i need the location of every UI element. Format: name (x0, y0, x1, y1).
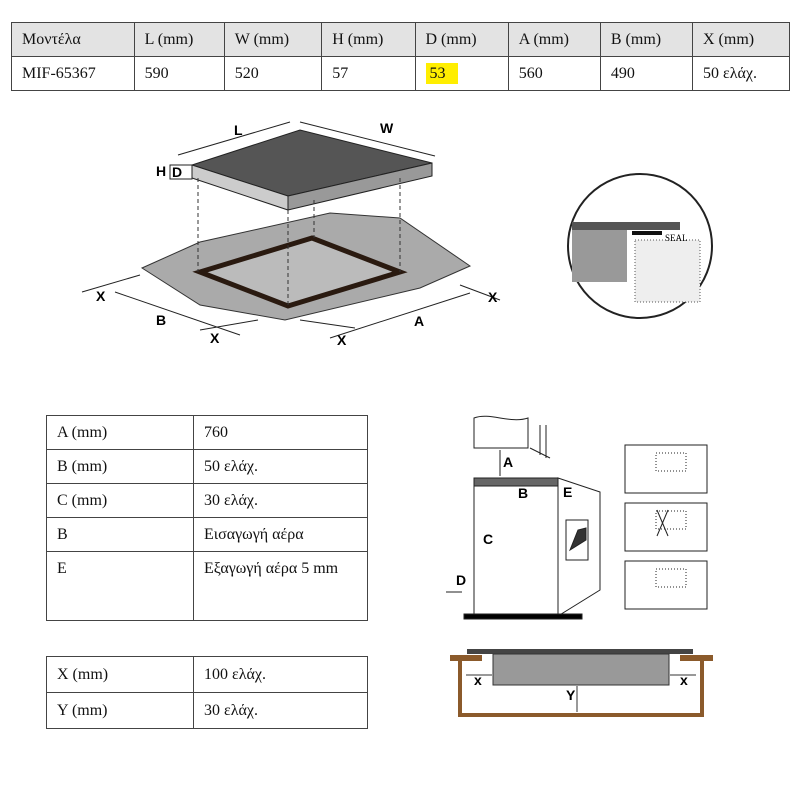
header-cell: B (mm) (599, 22, 693, 57)
table-row: Y (mm)30 ελάχ. (46, 692, 368, 729)
key-cell: E (46, 551, 194, 621)
value-cell: 30 ελάχ. (193, 483, 368, 518)
highlighted-value: 53 (425, 62, 458, 84)
value-cell: 50 ελάχ. (193, 449, 368, 484)
spec-table: Μοντέλα L (mm) W (mm) H (mm) D (mm) A (m… (11, 22, 791, 91)
table-row: A (mm)760 (46, 415, 368, 450)
table-row: X (mm)100 ελάχ. (46, 656, 368, 693)
cell: 590 (133, 56, 225, 91)
key-cell: A (mm) (46, 415, 194, 450)
value-cell: Εξαγωγή αέρα 5 mm (193, 551, 368, 621)
cutout-section-diagram: x x Y (450, 649, 713, 717)
label-A: A (503, 454, 513, 470)
label-B: B (518, 485, 528, 501)
cell: MIF-65367 (11, 56, 135, 91)
table-row: E Εξαγωγή αέρα 5 mm (46, 551, 368, 621)
cell: 53 (414, 56, 509, 91)
label-x: x (680, 672, 688, 688)
hob-installation-diagram: L W H D X B X X A X (81, 120, 501, 348)
label-H: H (156, 163, 166, 179)
xy-table: X (mm)100 ελάχ. Y (mm)30 ελάχ. (46, 656, 368, 729)
label-E: E (563, 484, 572, 500)
clearance-table: A (mm)760 B (mm)50 ελάχ. C (mm)30 ελάχ. … (46, 415, 368, 621)
cell: 57 (321, 56, 416, 91)
cell: 520 (223, 56, 323, 91)
header-cell: H (mm) (321, 22, 416, 57)
header-cell: Μοντέλα (11, 22, 135, 57)
label-x: x (474, 672, 482, 688)
cell: 560 (507, 56, 601, 91)
label-L: L (234, 122, 243, 138)
seal-label: SEAL (665, 233, 688, 243)
key-cell: B (mm) (46, 449, 194, 484)
value-text: Εξαγωγή αέρα 5 mm (204, 560, 339, 577)
label-B: B (156, 312, 166, 328)
key-cell: Y (mm) (46, 692, 194, 729)
header-cell: X (mm) (691, 22, 791, 57)
table-row: B (mm)50 ελάχ. (46, 449, 368, 484)
value-cell: 30 ελάχ. (193, 692, 368, 729)
cell: 490 (599, 56, 693, 91)
key-cell: X (mm) (46, 656, 194, 693)
spec-data-row: MIF-65367 590 520 57 53 560 490 50 ελάχ. (11, 56, 791, 91)
label-X: X (96, 288, 106, 304)
label-X: X (337, 332, 347, 348)
vent-detail-diagrams (624, 444, 708, 610)
label-C: C (483, 531, 493, 547)
header-cell: D (mm) (414, 22, 509, 57)
label-D: D (456, 572, 466, 588)
value-cell: 760 (193, 415, 368, 450)
cell: 50 ελάχ. (691, 56, 791, 91)
label-D: D (172, 164, 182, 180)
label-X: X (210, 330, 220, 346)
oven-clearance-diagram (446, 415, 601, 620)
label-y: Y (566, 687, 576, 703)
header-cell: A (mm) (507, 22, 601, 57)
key-cell: B (46, 517, 194, 552)
table-row: C (mm)30 ελάχ. (46, 483, 368, 518)
spec-header-row: Μοντέλα L (mm) W (mm) H (mm) D (mm) A (m… (11, 22, 791, 57)
label-W: W (380, 120, 394, 136)
label-A: A (414, 313, 424, 329)
key-cell: C (mm) (46, 483, 194, 518)
value-cell: 100 ελάχ. (193, 656, 368, 693)
value-cell: Εισαγωγή αέρα (193, 517, 368, 552)
seal-detail-diagram: SEAL (567, 173, 713, 319)
label-X: X (488, 289, 498, 305)
